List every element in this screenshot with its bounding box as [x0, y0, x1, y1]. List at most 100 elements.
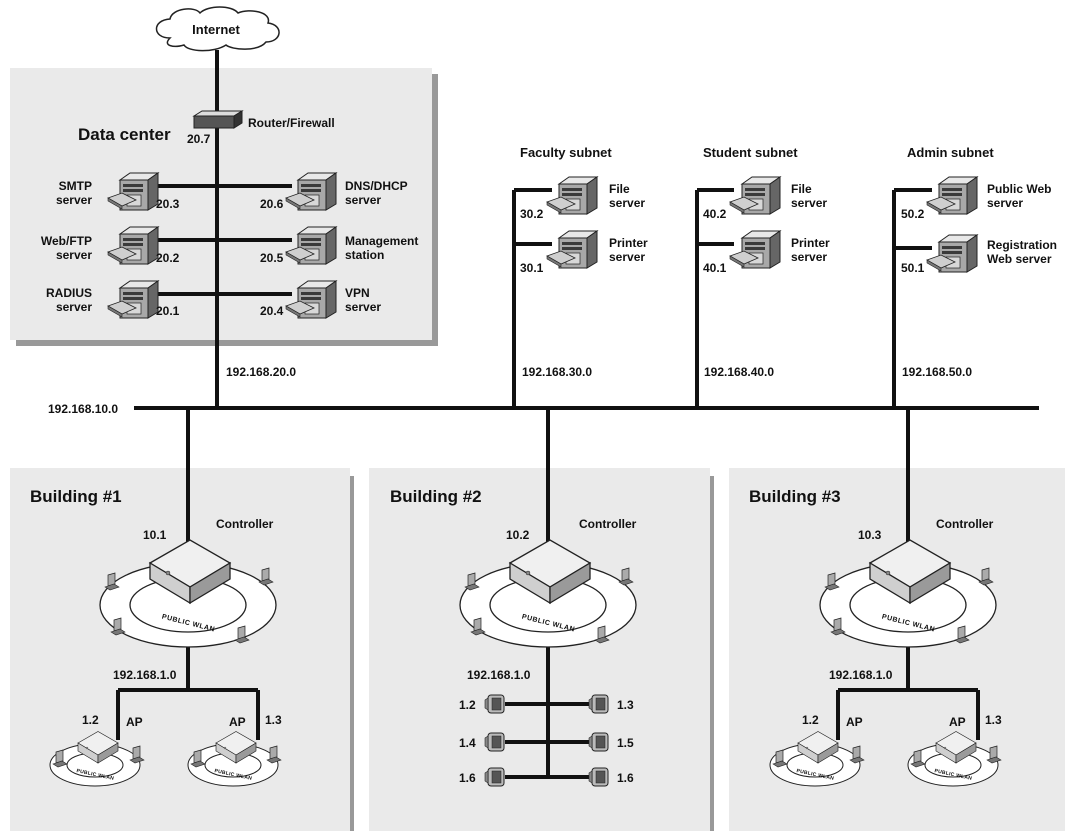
building-2-ap-ip: 1.2	[459, 698, 476, 712]
student-file-server-ip: 40.2	[703, 207, 727, 221]
radius-server-ip: 20.1	[156, 304, 180, 318]
svg-text:RADIUS: RADIUS	[46, 286, 92, 300]
building-3-ap-left-ip: 1.2	[802, 713, 819, 727]
svg-text:server: server	[345, 300, 381, 314]
svg-text:server: server	[609, 196, 645, 210]
building-1-ap-right: PUBLIC WLAN	[187, 731, 282, 787]
vpn-server-label: VPN server	[345, 286, 381, 314]
web-ftp-server-ip: 20.2	[156, 251, 180, 265]
building-1-ap-left-ip: 1.2	[82, 713, 99, 727]
student-subnet-title: Student subnet	[703, 145, 798, 160]
public-web-server-icon	[926, 176, 978, 215]
svg-text:Management: Management	[345, 234, 418, 248]
router-ip: 20.7	[187, 132, 211, 146]
building-3-ap-left: PUBLIC WLAN	[769, 731, 865, 787]
svg-text:server: server	[609, 250, 645, 264]
faculty-printer-server-icon	[546, 230, 598, 269]
student-file-server-icon	[729, 176, 781, 215]
router-firewall-icon	[192, 110, 244, 129]
registration-web-server-label: Registration Web server	[987, 238, 1057, 266]
svg-text:server: server	[791, 250, 827, 264]
svg-text:station: station	[345, 248, 384, 262]
building-2-wlan-zone: PUBLIC WLAN	[459, 562, 637, 648]
faculty-network: 192.168.30.0	[522, 365, 592, 379]
radius-server-label: RADIUS server	[46, 286, 92, 314]
public-web-server-ip: 50.2	[901, 207, 925, 221]
svg-text:Web server: Web server	[987, 252, 1052, 266]
svg-text:server: server	[791, 196, 827, 210]
internet-label: Internet	[192, 22, 240, 37]
svg-text:File: File	[791, 182, 812, 196]
web-ftp-server-label: Web/FTP server	[41, 234, 92, 262]
building-2-ap-ip: 1.3	[617, 698, 634, 712]
student-printer-server-ip: 40.1	[703, 261, 727, 275]
svg-text:SMTP: SMTP	[59, 179, 92, 193]
wiring	[116, 50, 1039, 779]
building-1-network: 192.168.1.0	[113, 668, 177, 682]
backbone-network: 192.168.10.0	[48, 402, 118, 416]
svg-text:server: server	[56, 193, 92, 207]
svg-text:VPN: VPN	[345, 286, 370, 300]
building-2-controller-ip: 10.2	[506, 528, 530, 542]
internet-cloud	[155, 6, 280, 52]
access-point-icon	[484, 732, 505, 752]
building-3-ap-left-label: AP	[846, 715, 863, 729]
dns-dhcp-server-label: DNS/DHCP server	[345, 179, 408, 207]
building-1-ap-left-label: AP	[126, 715, 143, 729]
building-3-title: Building #3	[749, 487, 841, 506]
svg-text:DNS/DHCP: DNS/DHCP	[345, 179, 408, 193]
building-1-controller-ip: 10.1	[143, 528, 167, 542]
registration-web-server-icon	[926, 234, 978, 273]
registration-web-server-ip: 50.1	[901, 261, 925, 275]
building-2-ap-ip: 1.4	[459, 736, 476, 750]
faculty-subnet-title: Faculty subnet	[520, 145, 612, 160]
faculty-printer-server-label: Printer server	[609, 236, 648, 264]
building-2-title: Building #2	[390, 487, 482, 506]
data-center-network: 192.168.20.0	[226, 365, 296, 379]
building-2-network: 192.168.1.0	[467, 668, 531, 682]
svg-text:Printer: Printer	[609, 236, 648, 250]
admin-subnet-title: Admin subnet	[907, 145, 994, 160]
faculty-file-server-label: File server	[609, 182, 645, 210]
access-point-icon	[588, 732, 609, 752]
svg-text:server: server	[345, 193, 381, 207]
student-file-server-label: File server	[791, 182, 827, 210]
building-3-wlan-zone: PUBLIC WLAN	[819, 562, 997, 648]
building-2-ap-ip: 1.6	[617, 771, 634, 785]
svg-text:server: server	[987, 196, 1023, 210]
router-firewall-label: Router/Firewall	[248, 116, 335, 130]
svg-text:Public Web: Public Web	[987, 182, 1051, 196]
building-3-ap-right-label: AP	[949, 715, 966, 729]
access-point-icon	[484, 767, 505, 787]
management-station-ip: 20.5	[260, 251, 284, 265]
building-1-wlan-zone: PUBLIC WLAN	[99, 562, 277, 648]
student-network: 192.168.40.0	[704, 365, 774, 379]
smtp-server-ip: 20.3	[156, 197, 180, 211]
building-3-controller-ip: 10.3	[858, 528, 882, 542]
student-printer-server-label: Printer server	[791, 236, 830, 264]
building-3-network: 192.168.1.0	[829, 668, 893, 682]
vpn-server-ip: 20.4	[260, 304, 284, 318]
faculty-file-server-icon	[546, 176, 598, 215]
building-2-ap-ip: 1.5	[617, 736, 634, 750]
management-station-label: Management station	[345, 234, 418, 262]
smtp-server-label: SMTP server	[56, 179, 92, 207]
building-3-ap-right-ip: 1.3	[985, 713, 1002, 727]
svg-text:server: server	[56, 248, 92, 262]
access-point-icon	[588, 694, 609, 714]
building-1-ap-left: PUBLIC WLAN	[49, 731, 145, 787]
svg-text:File: File	[609, 182, 630, 196]
svg-text:Printer: Printer	[791, 236, 830, 250]
svg-text:Web/FTP: Web/FTP	[41, 234, 92, 248]
data-center-title: Data center	[78, 125, 171, 144]
svg-text:Registration: Registration	[987, 238, 1057, 252]
public-web-server-label: Public Web server	[987, 182, 1051, 210]
student-printer-server-icon	[729, 230, 781, 269]
building-1-ap-right-label: AP	[229, 715, 246, 729]
svg-text:server: server	[56, 300, 92, 314]
dns-dhcp-server-ip: 20.6	[260, 197, 284, 211]
building-2-controller-label: Controller	[579, 517, 637, 531]
building-1-controller-label: Controller	[216, 517, 274, 531]
access-point-icon	[484, 694, 505, 714]
